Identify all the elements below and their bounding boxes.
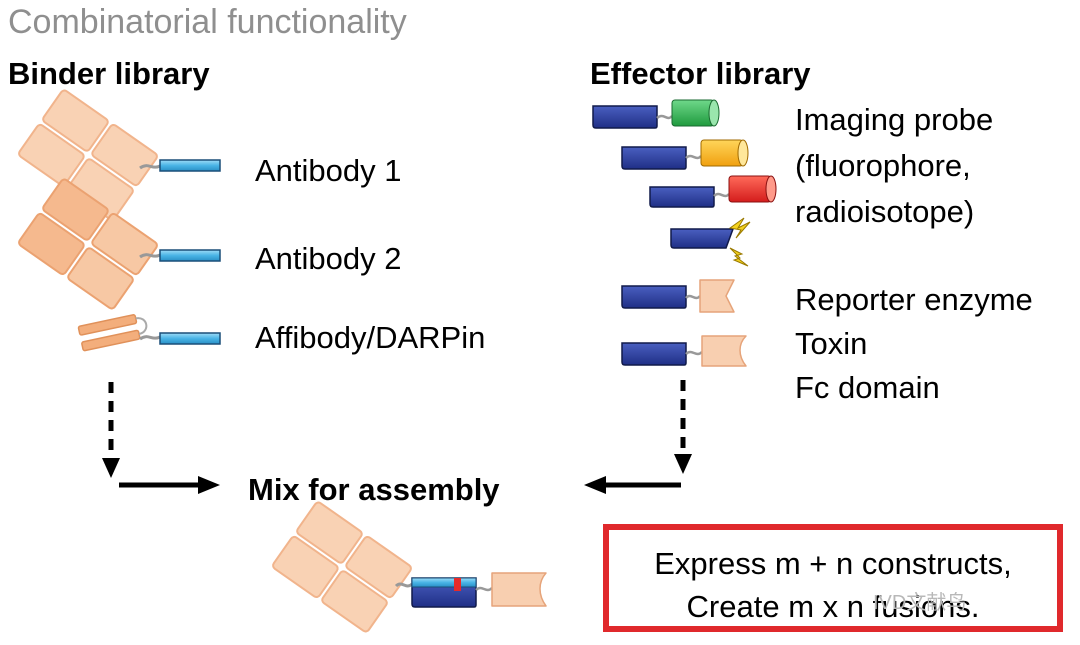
antibody-2-graphic: [18, 178, 221, 310]
antibody-1-graphic: [18, 89, 221, 221]
effector-label-fc: Fc domain: [795, 370, 940, 405]
result-box: Express m + n constructs, Create m x n f…: [603, 524, 1063, 632]
effector-label-imaging-3: radioisotope): [795, 194, 975, 229]
result-line-1: Express m + n constructs,: [654, 546, 1012, 581]
binder-label-antibody-1: Antibody 1: [255, 153, 402, 188]
binder-down-arrow: [102, 382, 120, 478]
mix-label: Mix for assembly: [248, 472, 500, 507]
effector-red-probe: [649, 175, 777, 208]
binder-label-antibody-2: Antibody 2: [255, 241, 402, 276]
effector-label-toxin: Toxin: [795, 326, 868, 361]
effector-down-arrow: [674, 380, 692, 474]
effector-orange-probe: [621, 139, 749, 170]
effector-radioisotope: [670, 217, 751, 267]
effector-toxin: [621, 335, 747, 367]
affibody-graphic: [77, 314, 221, 352]
assembled-fusion-graphic: [272, 501, 547, 633]
binder-library-heading: Binder library: [8, 56, 210, 91]
effector-library-heading: Effector library: [590, 56, 811, 91]
watermark: IVD文献鸟: [873, 592, 967, 614]
binder-right-arrow: [119, 476, 220, 494]
effector-green-probe: [592, 99, 720, 129]
effector-reporter-enzyme: [621, 279, 735, 313]
binder-label-affibody: Affibody/DARPin: [255, 320, 486, 355]
effector-label-imaging-1: Imaging probe: [795, 102, 994, 137]
result-line-2: Create m x n fusions.: [686, 589, 980, 624]
figure-title: Combinatorial functionality: [8, 3, 407, 41]
effector-left-arrow: [584, 476, 681, 494]
effector-label-imaging-2: (fluorophore,: [795, 148, 971, 183]
effector-label-reporter: Reporter enzyme: [795, 282, 1033, 317]
